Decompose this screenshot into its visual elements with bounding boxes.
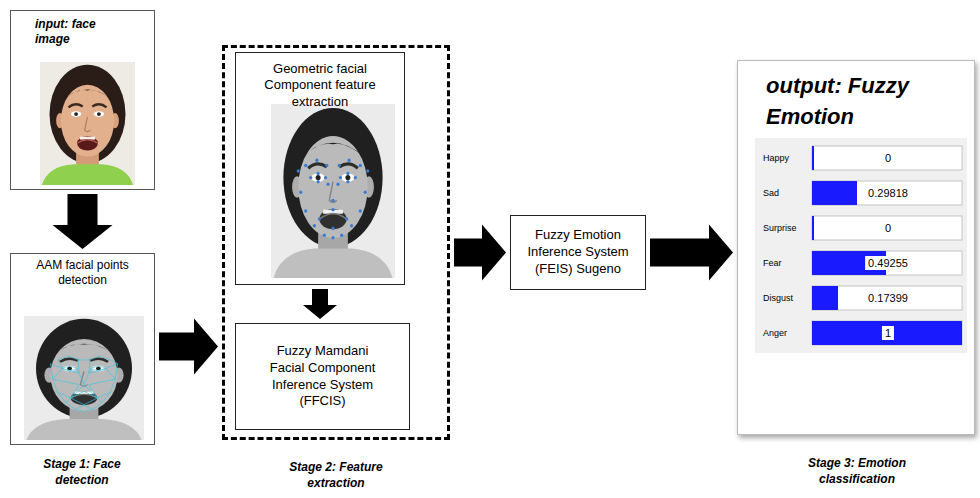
node-text: Geometric facial Component feature extra… — [250, 61, 390, 110]
aam-photo — [24, 316, 144, 440]
bar-label: Sad — [763, 188, 779, 199]
geometric-photo — [271, 104, 395, 278]
bar-label: Fear — [763, 258, 782, 269]
geometric-photo-face — [271, 104, 395, 278]
stage-group: Stage 2: Feature extractionGeometric fac… — [222, 45, 450, 440]
aam-photo-face — [24, 316, 144, 440]
bar-box — [812, 321, 962, 345]
bar-value: 1 — [882, 326, 894, 340]
bar-label: Happy — [763, 153, 789, 164]
node-text: output: Fuzzy Emotion — [738, 61, 931, 133]
node-text: input: face image — [11, 11, 105, 47]
bar-value: 0 — [882, 151, 894, 165]
input-photo — [40, 62, 135, 185]
bar-label: Surprise — [763, 223, 797, 234]
process-box: Fuzzy Mamdani Facial Component Inference… — [235, 323, 410, 430]
bar-value: 0.17399 — [865, 291, 911, 305]
bar — [812, 216, 814, 240]
bar-box — [812, 181, 962, 205]
bar-value: 0 — [882, 221, 894, 235]
feature-dots — [297, 158, 370, 239]
block-arrow — [454, 225, 506, 281]
aam-mesh-overlay — [50, 356, 117, 411]
node-text: Fuzzy Mamdani Facial Component Inference… — [258, 343, 388, 411]
node-text: Fuzzy Emotion Inference System (FEIS) Su… — [521, 227, 635, 278]
block-arrow — [53, 194, 113, 249]
block-arrow — [650, 225, 733, 281]
output-panel: output: Fuzzy EmotionHappy0Sad0.29818Sur… — [737, 60, 975, 435]
bar-label: Anger — [763, 328, 787, 339]
chart-panel — [755, 138, 967, 353]
process-box: Geometric facial Component feature extra… — [235, 52, 405, 285]
bar-box — [812, 216, 962, 240]
input-box: input: face image — [10, 10, 155, 190]
bar-box — [812, 146, 962, 170]
block-arrow — [303, 289, 337, 319]
process-box: AAM facial points detection — [10, 253, 155, 445]
stage-label: Stage 3: Emotion classification — [772, 455, 942, 487]
stage-label: Stage 2: Feature extraction — [271, 459, 401, 491]
bar-value: 0.29818 — [865, 186, 911, 200]
stage-label: Stage 1: Face detection — [17, 456, 147, 488]
bar — [812, 181, 857, 205]
process-box: Fuzzy Emotion Inference System (FEIS) Su… — [510, 215, 646, 290]
node-text: AAM facial points detection — [33, 258, 133, 288]
block-arrow — [159, 319, 218, 375]
bar — [812, 321, 962, 345]
bar — [812, 146, 814, 170]
bar-chart — [755, 138, 967, 353]
bar-box — [812, 251, 962, 275]
bar — [812, 286, 838, 310]
bar-value: 0.49255 — [865, 256, 911, 270]
bar-label: Disgust — [763, 293, 793, 304]
bar-box — [812, 286, 962, 310]
